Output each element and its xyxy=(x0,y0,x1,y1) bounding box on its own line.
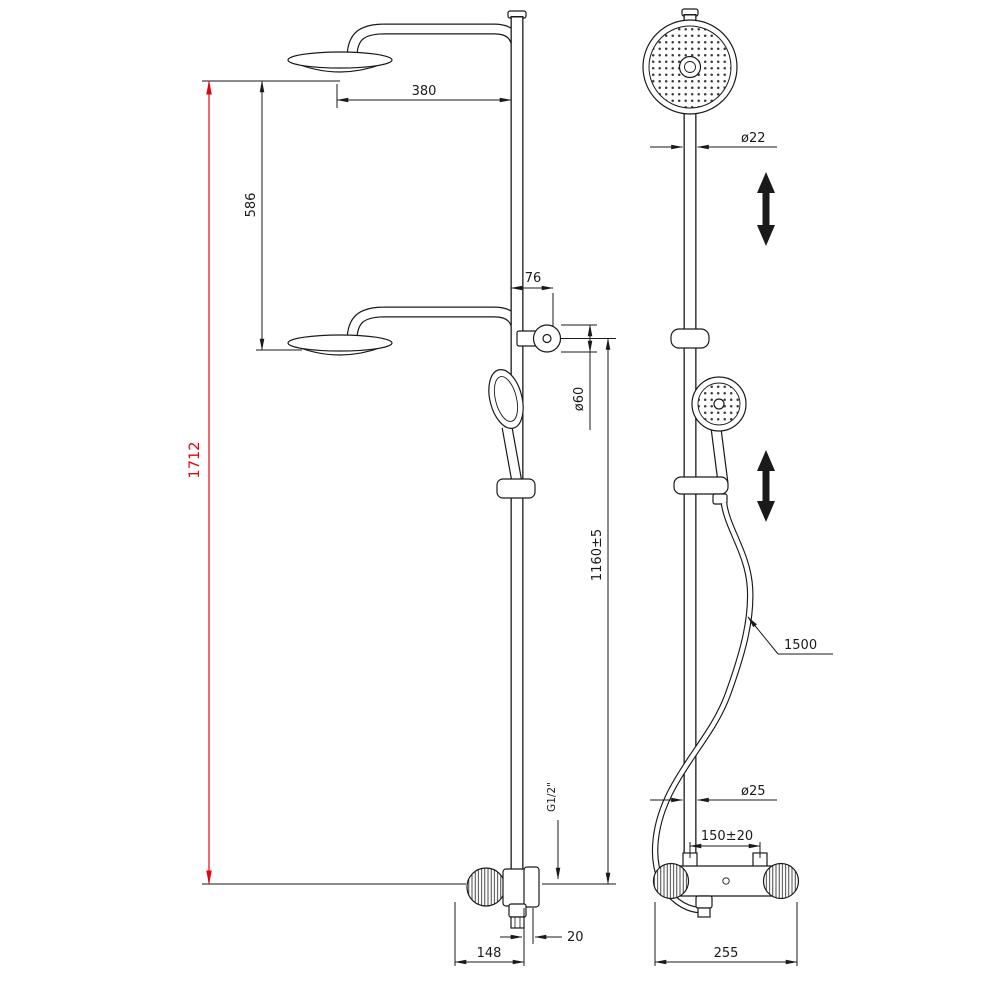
dim-escutcheon-diameter-label: ø60 xyxy=(572,387,587,412)
dim-wall-offset: 76 xyxy=(510,271,554,291)
dim-wall-offset-label: 76 xyxy=(525,271,542,286)
dim-total-height-label: 1712 xyxy=(187,442,203,479)
dim-hose-length: 1500 xyxy=(747,616,833,655)
dim-head-adjust-label: 586 xyxy=(244,193,259,218)
dim-mixer-width-label: 255 xyxy=(714,946,739,961)
dim-hose-length-label: 1500 xyxy=(784,638,817,653)
mixer-knob-side xyxy=(466,867,506,907)
dimensions-left-view: 1712 586 380 76 ø60 1160±5 xyxy=(187,80,616,966)
dim-pipe-diameter-top-label: ø22 xyxy=(741,131,766,146)
wall-bracket-side xyxy=(516,324,562,353)
right-view-front xyxy=(642,8,800,918)
dim-mixer-depth: 148 xyxy=(454,946,525,965)
dim-escutcheon-diameter: ø60 xyxy=(572,324,593,412)
height-adjust-arrow-icon xyxy=(757,172,775,246)
dim-column-height-label: 1160±5 xyxy=(590,529,605,581)
dim-pipe-diameter-bottom: ø25 xyxy=(650,784,777,803)
dimensions-right-view: ø22 1500 ø25 150±20 25 xyxy=(650,131,833,966)
dim-pipe-diameter-top: ø22 xyxy=(650,131,777,150)
rain-head-upper xyxy=(287,51,393,73)
left-view-side xyxy=(287,10,562,929)
lower-shower-arm xyxy=(346,306,523,342)
hand-shower-side xyxy=(488,369,536,499)
upper-shower-arm xyxy=(346,23,523,59)
dim-inlet-spacing-label: 150±20 xyxy=(701,829,753,844)
dim-column-height: 1160±5 xyxy=(590,337,611,885)
dim-head-adjust: 586 xyxy=(244,80,265,351)
slider-holder-side xyxy=(496,478,536,499)
dim-pipe-diameter-bottom-label: ø25 xyxy=(741,784,766,799)
dim-outlet-offset-label: 20 xyxy=(567,930,584,945)
dim-arm-reach: 380 xyxy=(336,84,512,103)
shower-hose xyxy=(651,502,754,914)
rain-head-front xyxy=(642,19,738,115)
mixer-valve-front xyxy=(652,852,800,918)
dim-arm-reach-label: 380 xyxy=(412,84,437,99)
dim-connection-thread: G1/2" xyxy=(546,782,561,880)
holder-adjust-arrow-icon xyxy=(757,450,775,522)
dim-outlet-offset: 20 xyxy=(500,930,584,945)
wall-bracket-front xyxy=(670,328,710,349)
dim-mixer-width: 255 xyxy=(654,902,798,966)
mixer-knob-right xyxy=(762,862,800,900)
mixer-knob-left xyxy=(652,862,690,900)
dim-inlet-spacing: 150±20 xyxy=(689,829,761,858)
mixer-valve-side xyxy=(466,866,540,929)
dim-connection-thread-label: G1/2" xyxy=(546,782,558,812)
rain-head-lower xyxy=(287,334,393,356)
dim-total-height: 1712 xyxy=(187,80,212,885)
column-pipe-front xyxy=(681,8,699,880)
slider-holder-front xyxy=(673,476,729,495)
hand-shower-front xyxy=(673,376,747,505)
dim-mixer-depth-label: 148 xyxy=(477,946,502,961)
